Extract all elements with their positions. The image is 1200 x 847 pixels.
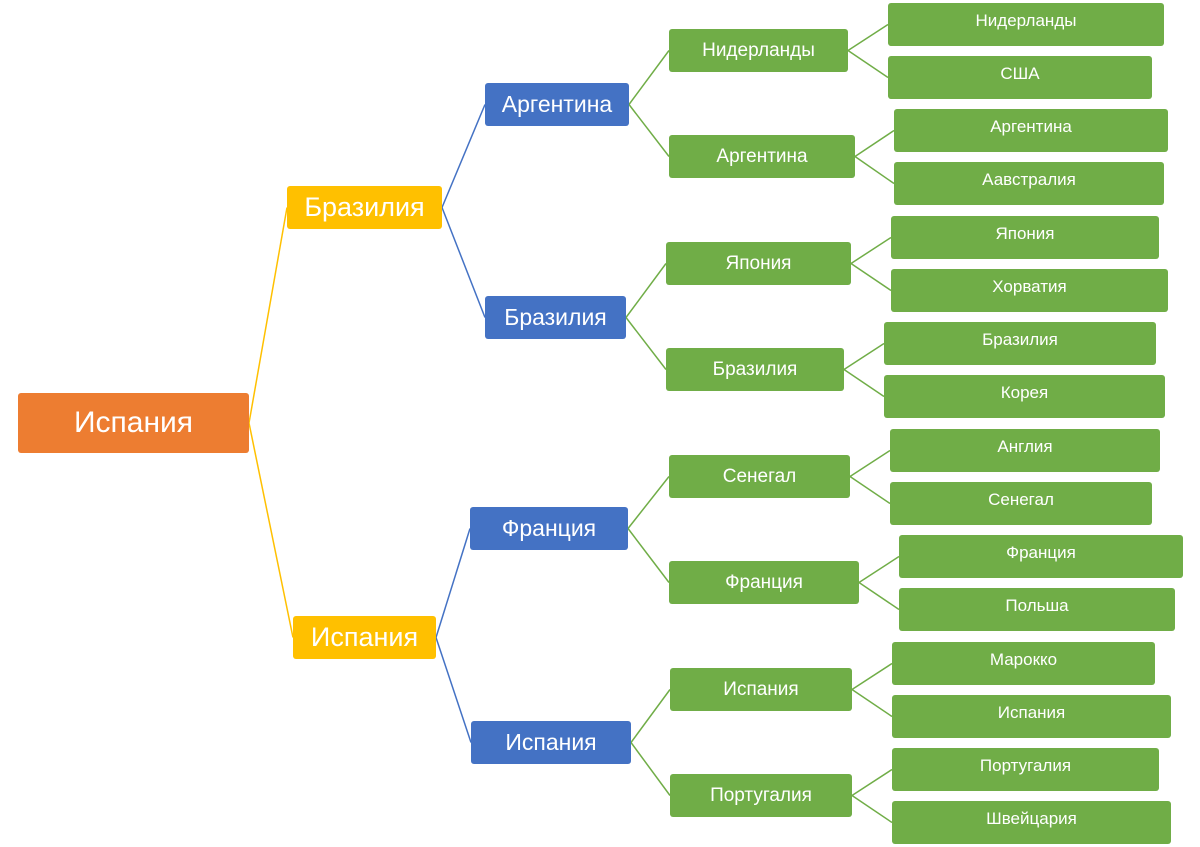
- node-l4-1-0-0-0: Англия: [890, 429, 1160, 472]
- connector-0-1-to-0-1-0: [625, 263, 667, 318]
- node-l4-1-0-1-1: Польша: [899, 588, 1175, 631]
- node-l4-0-0-1-1: Аавстралия: [894, 162, 1164, 205]
- node-l4-0-1-1-0: Бразилия: [884, 322, 1156, 365]
- node-l2-1-0: Франция: [470, 507, 628, 550]
- node-l3-0-1-1: Бразилия: [666, 348, 844, 391]
- node-l2-0-1: Бразилия: [485, 296, 626, 339]
- node-l3-1-0-1: Франция: [669, 561, 859, 604]
- node-l4-0-0-1-0: Аргентина: [894, 109, 1168, 152]
- connector-1-0-1-to-1-0-1-1: [858, 581, 900, 611]
- node-l3-0-1-0: Япония: [666, 242, 851, 285]
- connector-r-to-0: [248, 207, 288, 424]
- connector-1-0-0-to-1-0-0-0: [849, 449, 891, 478]
- connector-0-0-0-to-0-0-0-1: [847, 49, 889, 79]
- connector-0-0-1-to-0-0-1-1: [854, 155, 895, 185]
- connector-1-to-1-0: [435, 528, 471, 638]
- node-root: Испания: [18, 393, 249, 453]
- connector-0-to-0-0: [441, 104, 486, 208]
- connector-1-1-to-1-1-0: [630, 689, 671, 743]
- connector-1-1-0-to-1-1-0-1: [851, 688, 893, 718]
- connector-0-0-to-0-0-1: [628, 104, 670, 157]
- node-l3-1-1-1: Португалия: [670, 774, 852, 817]
- connector-1-1-to-1-1-1: [630, 742, 671, 796]
- node-l3-1-0-0: Сенегал: [669, 455, 850, 498]
- connector-0-0-1-to-0-0-1-0: [854, 129, 895, 158]
- connector-1-0-1-to-1-0-1-0: [858, 555, 900, 584]
- connector-0-0-to-0-0-0: [628, 50, 670, 105]
- connector-0-1-1-to-0-1-1-0: [843, 342, 885, 371]
- connector-0-1-0-to-0-1-0-0: [850, 236, 892, 265]
- connector-0-0-0-to-0-0-0-0: [847, 23, 889, 52]
- connector-0-1-1-to-0-1-1-1: [843, 368, 885, 398]
- connector-1-1-0-to-1-1-0-0: [851, 662, 893, 691]
- node-l4-1-1-0-0: Марокко: [892, 642, 1155, 685]
- connector-1-to-1-1: [435, 637, 472, 743]
- node-l4-0-1-0-0: Япония: [891, 216, 1159, 259]
- node-l4-1-0-0-1: Сенегал: [890, 482, 1152, 525]
- node-l1-1: Испания: [293, 616, 436, 659]
- node-l4-1-1-1-1: Швейцария: [892, 801, 1171, 844]
- node-l4-0-0-0-0: Нидерланды: [888, 3, 1164, 46]
- node-l3-0-0-0: Нидерланды: [669, 29, 848, 72]
- node-l4-0-0-0-1: США: [888, 56, 1152, 99]
- node-l2-0-0: Аргентина: [485, 83, 629, 126]
- connector-r-to-1: [248, 422, 294, 638]
- node-l3-1-1-0: Испания: [670, 668, 852, 711]
- connector-1-0-to-1-0-0: [627, 476, 670, 529]
- node-l4-0-1-0-1: Хорватия: [891, 269, 1168, 312]
- connector-0-1-0-to-0-1-0-1: [850, 262, 892, 292]
- node-l2-1-1: Испания: [471, 721, 631, 764]
- connector-1-0-to-1-0-1: [627, 528, 670, 583]
- connector-1-1-1-to-1-1-1-0: [851, 768, 893, 797]
- node-l4-1-1-0-1: Испания: [892, 695, 1171, 738]
- node-l3-0-0-1: Аргентина: [669, 135, 855, 178]
- node-l4-1-1-1-0: Португалия: [892, 748, 1159, 791]
- connector-0-1-to-0-1-1: [625, 317, 667, 370]
- node-l4-1-0-1-0: Франция: [899, 535, 1183, 578]
- node-l1-0: Бразилия: [287, 186, 442, 229]
- node-l4-0-1-1-1: Корея: [884, 375, 1165, 418]
- connector-1-0-0-to-1-0-0-1: [849, 475, 891, 505]
- connector-1-1-1-to-1-1-1-1: [851, 794, 893, 824]
- connector-0-to-0-1: [441, 207, 486, 318]
